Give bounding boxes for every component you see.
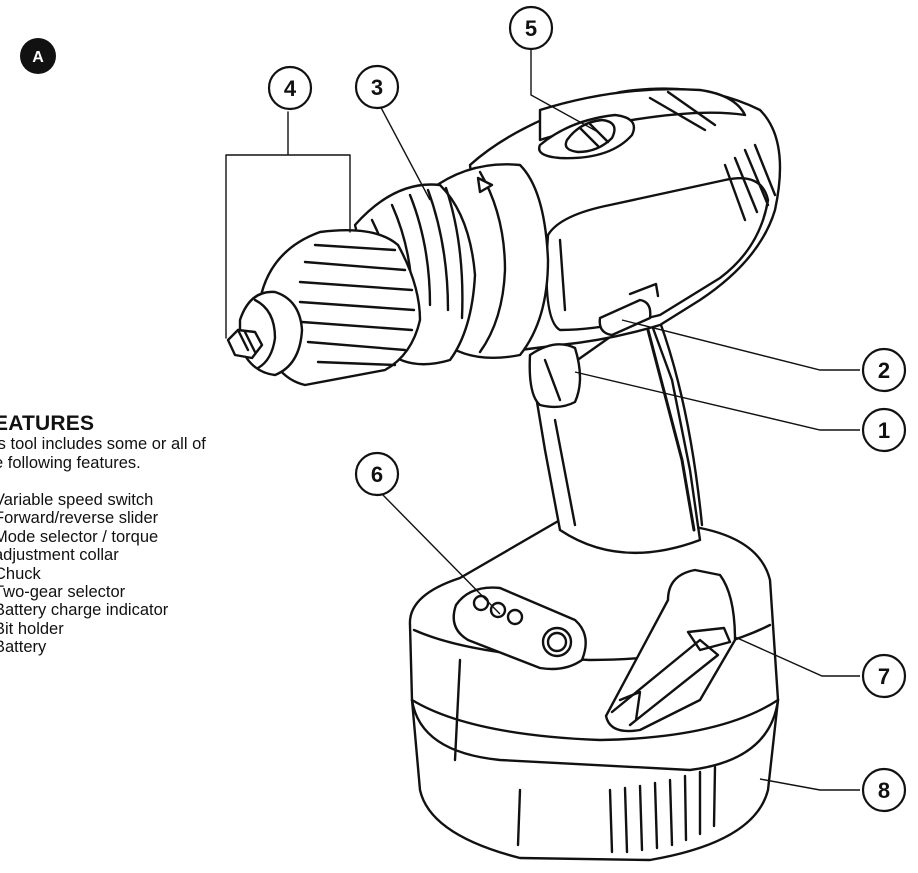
bit-holder [604,568,737,733]
callout-2: 2 [861,347,907,393]
callout-3-text: 3 [371,75,383,100]
callout-5: 5 [508,5,554,51]
feature-item: Chuck [0,564,41,583]
leader-line-6 [379,491,501,615]
forward-reverse-slider [598,282,660,337]
leader-line-8 [759,778,860,791]
features-intro-line-1: is tool includes some or all of [0,435,206,453]
feature-item: Battery charge indicator [0,601,169,620]
battery-charge-indicator [452,586,587,671]
callouts: 1 2 3 4 5 6 7 8 [267,5,907,813]
leader-line-2 [621,319,860,371]
chuck [238,229,422,387]
drill-illustration [225,87,782,862]
callout-4-bracket [225,111,351,339]
leader-line-3 [377,101,431,201]
figure-label-a-text: A [32,49,44,66]
leader-line-1 [574,371,860,431]
feature-item: Two-gear selector [0,583,126,602]
leader-line-7 [734,636,860,677]
feature-item: Variable speed switch [0,491,154,509]
feature-item: Forward/reverse slider [0,509,159,528]
callout-4: 4 [267,65,313,111]
variable-speed-trigger [528,343,582,409]
two-gear-selector [538,113,636,160]
battery-pack [408,518,780,862]
callout-7-text: 7 [878,664,890,689]
callout-4-text: 4 [284,76,297,101]
feature-item: adjustment collar [0,546,119,565]
battery-ribs [516,765,717,854]
figure-label-a: A [20,38,56,74]
leader-lines [377,48,860,791]
callout-6-text: 6 [371,462,383,487]
callout-2-text: 2 [878,358,890,383]
feature-item: Mode selector / torque [0,527,159,546]
callout-8-text: 8 [878,778,890,803]
feature-item: Battery [0,638,47,657]
callout-5-text: 5 [525,16,537,41]
leader-line-5 [530,48,599,133]
drill-vents [723,143,777,222]
drill-bit [226,328,264,360]
features-heading: EATURES [0,412,95,435]
features-intro-line-2: e following features. [0,454,141,472]
features-intro: is tool includes some or all of e follow… [0,435,324,473]
features-section: EATURES is tool includes some or all of … [0,413,314,657]
feature-item: Bit holder [0,619,64,638]
callout-8: 8 [861,767,907,813]
features-list: Variable speed switch Forward/reverse sl… [0,491,314,657]
callout-1-text: 1 [878,418,890,443]
callout-3: 3 [354,64,400,110]
callout-6: 6 [354,451,400,497]
callout-1: 1 [861,407,907,453]
callout-7: 7 [861,653,907,699]
